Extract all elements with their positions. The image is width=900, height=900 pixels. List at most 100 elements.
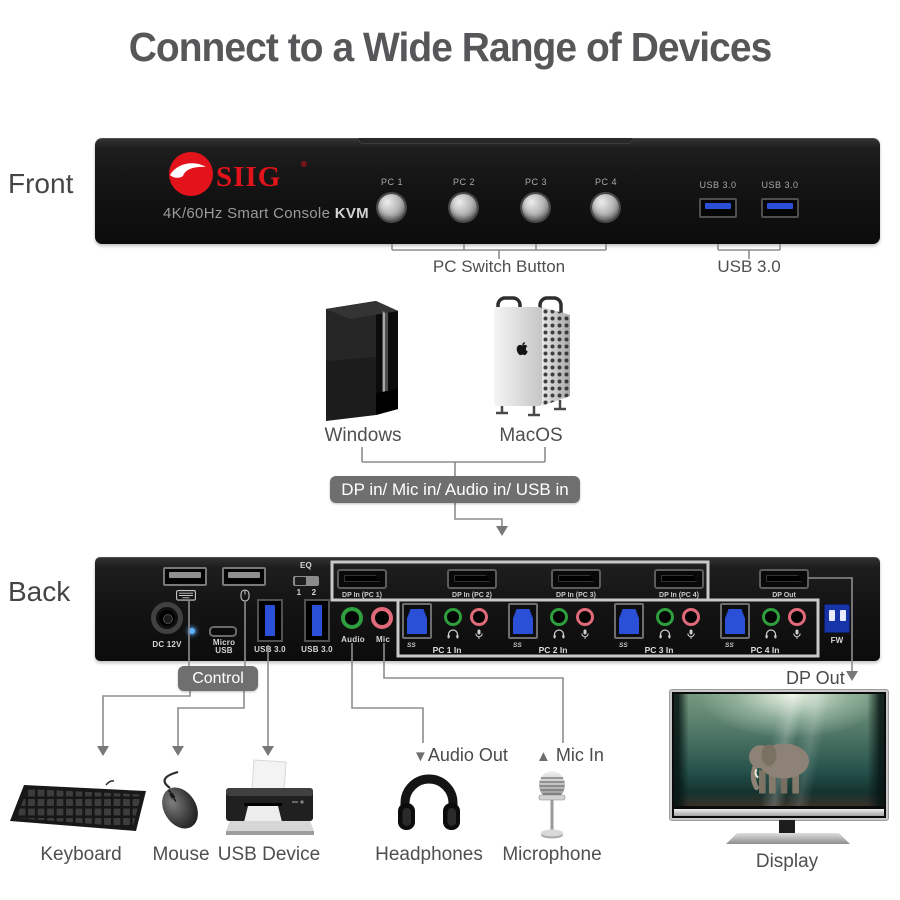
usb-tongue [228, 572, 260, 578]
pc3-in-group: SS PC 3 In [612, 600, 706, 658]
dp-slot [661, 575, 697, 582]
headphones-label: Headphones [375, 844, 483, 865]
microphone-icon [475, 629, 483, 639]
flow-to-back-line [454, 503, 503, 526]
dc-power-jack [151, 602, 183, 634]
fw-dip-switch [824, 604, 850, 633]
usb-device-label: USB Device [217, 844, 321, 865]
pc4-button-label: PC 4 [594, 177, 618, 187]
control-to-mouse-line [177, 691, 245, 746]
usb-b-tongue [513, 609, 533, 634]
micro-usb-port [209, 626, 237, 637]
micro-usb-line2: USB [215, 645, 233, 655]
mouse-label: Mouse [152, 844, 210, 865]
headphone-jack [444, 608, 462, 626]
pc4-in-label: PC 4 In [750, 645, 780, 655]
microphone-icon [793, 629, 801, 639]
pc4-switch-button [592, 194, 619, 221]
dp-out-port-label: DP Out [772, 592, 796, 599]
dp-in-pc4-label: DP In (PC 4) [659, 592, 699, 599]
monitor-screen [674, 694, 884, 806]
brand-text: SIIG [216, 161, 282, 193]
front-usb2-port [761, 198, 799, 218]
headphone-icon [553, 629, 565, 639]
audio-out-callout: ▼Audio Out [413, 745, 508, 766]
audio-out-label: Audio Out [427, 745, 508, 765]
computers-bracket [361, 447, 546, 476]
front-usb2-label: USB 3.0 [761, 180, 799, 190]
model-text: 4K/60Hz Smart Console KVM [163, 205, 369, 222]
dp-slot [454, 575, 490, 582]
usb-b-port [508, 603, 538, 639]
eq-position-1: 1 [296, 588, 302, 597]
macos-label: MacOS [499, 425, 563, 446]
usb-b-port [614, 603, 644, 639]
control-to-keyboard-line [102, 691, 191, 746]
display-monitor [670, 690, 888, 820]
dp-in-pc2-label: DP In (PC 2) [452, 592, 492, 599]
usb-b-port [720, 603, 750, 639]
pc1-button-label: PC 1 [380, 177, 404, 187]
microphone-jack [788, 608, 806, 626]
siig-logo-icon [169, 152, 213, 196]
mouse-icon [240, 589, 250, 602]
back-section-label: Back [8, 576, 71, 607]
control-label: Control [178, 666, 258, 691]
eq-switch [293, 576, 319, 586]
input-flow-label: DP in/ Mic in/ Audio in/ USB in [330, 476, 580, 503]
pc3-in-label: PC 3 In [644, 645, 674, 655]
microphone-jack [682, 608, 700, 626]
dp-in-pc1-port [337, 569, 387, 589]
back-usb3-label-2: USB 3.0 [301, 645, 333, 654]
usb3-annotation: USB 3.0 [717, 257, 781, 276]
monitor-stand-base [726, 833, 850, 844]
dp-slot [344, 575, 380, 582]
audio-out-jack [341, 607, 363, 629]
usb-b-tongue [725, 609, 745, 634]
headphones-image [398, 774, 460, 830]
down-arrow-icon [262, 746, 274, 756]
power-led [189, 628, 195, 634]
microphone-jack [470, 608, 488, 626]
monitor-stand-column [779, 820, 795, 834]
front-usb1-label: USB 3.0 [699, 180, 737, 190]
windows-tower-image [326, 301, 398, 421]
down-arrow-icon [172, 746, 184, 756]
pc4-in-group: SS PC 4 In [718, 600, 812, 658]
pc2-switch-button [450, 194, 477, 221]
dp-in-pc3-port [551, 569, 601, 589]
usb-tongue [265, 605, 275, 636]
printer-image [226, 759, 314, 835]
keyboard-label: Keyboard [40, 844, 122, 865]
pc1-in-group: SS PC 1 In [400, 600, 494, 658]
microphone-image [538, 771, 566, 839]
mic-in-callout: ▲ Mic In [536, 745, 604, 766]
front-usb1-port [699, 198, 737, 218]
back-usb3-port-2 [304, 599, 330, 642]
down-arrow-icon [97, 746, 109, 756]
audio-jack-label: Audio [341, 635, 365, 644]
headphone-icon [447, 629, 459, 639]
mouse-usb-port [222, 567, 266, 586]
eq-label: EQ [300, 561, 312, 570]
usb-tongue [767, 203, 793, 209]
pc2-button-label: PC 2 [452, 177, 476, 187]
headphone-jack [550, 608, 568, 626]
pc3-button-label: PC 3 [524, 177, 548, 187]
keyboard-image [10, 780, 146, 831]
dp-in-pc3-label: DP In (PC 3) [556, 592, 596, 599]
pc-switch-button-annotation: PC Switch Button [432, 257, 566, 276]
usb-tongue [312, 605, 322, 636]
apple-logo-icon [516, 342, 528, 356]
model-name: 4K/60Hz Smart Console [163, 205, 331, 222]
front-section-label: Front [8, 168, 74, 199]
superspeed-logo: SS [725, 642, 734, 649]
dp-slot [558, 575, 594, 582]
windows-label: Windows [324, 425, 402, 446]
dip-toggle-1 [829, 610, 835, 621]
kvm-front-panel: SIIG ® 4K/60Hz Smart Console KVM PC 1 PC… [95, 138, 880, 244]
keyboard-usb-port [163, 567, 207, 586]
superspeed-logo: SS [619, 642, 628, 649]
usb-b-tongue [407, 609, 427, 634]
